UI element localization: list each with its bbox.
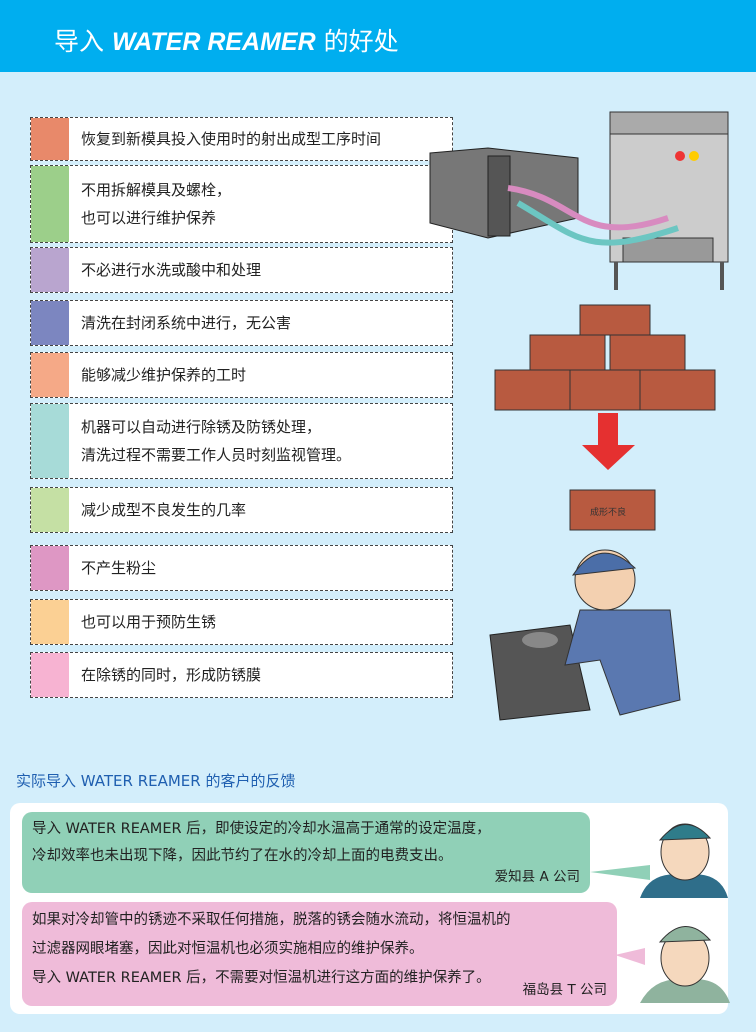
worker-illustration bbox=[489, 549, 681, 721]
customer-avatar-a bbox=[590, 823, 728, 898]
page-title: 导入 WATER REAMER 的好处 bbox=[54, 27, 399, 56]
box-label: 成形不良 bbox=[590, 506, 626, 518]
benefit-text: 不必进行水洗或酸中和处理 bbox=[81, 261, 262, 279]
benefit-color-swatch bbox=[31, 166, 69, 242]
benefit-item: 也可以用于预防生锈 bbox=[30, 599, 453, 645]
benefit-text: 机器可以自动进行除锈及防锈处理， 清洗过程不需要工作人员时刻监视管理。 bbox=[81, 418, 352, 464]
benefit-color-swatch bbox=[31, 301, 69, 345]
benefit-text: 恢复到新模具投入使用时的射出成型工序时间 bbox=[81, 130, 382, 148]
benefit-item: 减少成型不良发生的几率 bbox=[30, 487, 453, 533]
benefit-text: 减少成型不良发生的几率 bbox=[81, 501, 247, 519]
benefit-item: 不用拆解模具及螺栓， 也可以进行维护保养 bbox=[30, 165, 453, 243]
benefit-text: 也可以用于预防生锈 bbox=[81, 613, 217, 631]
feedback-company: 福岛县 T 公司 bbox=[522, 982, 607, 998]
benefit-color-swatch bbox=[31, 488, 69, 532]
feedback-bubble-fukushima: 如果对冷却管中的锈迹不采取任何措施，脱落的锈会随水流动，将恒温机的 过滤器网眼堵… bbox=[22, 902, 617, 1006]
feedback-bubble-aichi: 导入 WATER REAMER 后，即使设定的冷却水温高于通常的设定温度， 冷却… bbox=[22, 812, 590, 893]
customer-avatar-t bbox=[615, 926, 730, 1003]
benefit-color-swatch bbox=[31, 546, 69, 590]
benefit-text: 不产生粉尘 bbox=[81, 559, 157, 577]
benefit-text: 能够减少维护保养的工时 bbox=[81, 366, 247, 384]
feedback-text: 如果对冷却管中的锈迹不采取任何措施，脱落的锈会随水流动，将恒温机的 过滤器网眼堵… bbox=[32, 912, 511, 986]
benefit-text: 清洗在封闭系统中进行，无公害 bbox=[81, 314, 292, 332]
benefit-item: 不必进行水洗或酸中和处理 bbox=[30, 247, 453, 293]
feedback-text: 导入 WATER REAMER 后，即使设定的冷却水温高于通常的设定温度， 冷却… bbox=[32, 821, 491, 864]
benefit-color-swatch bbox=[31, 404, 69, 478]
benefit-item: 在除锈的同时，形成防锈膜 bbox=[30, 652, 453, 698]
benefit-item: 清洗在封闭系统中进行，无公害 bbox=[30, 300, 453, 346]
benefit-item: 机器可以自动进行除锈及防锈处理， 清洗过程不需要工作人员时刻监视管理。 bbox=[30, 403, 453, 479]
benefit-text: 在除锈的同时，形成防锈膜 bbox=[81, 666, 262, 684]
benefit-color-swatch bbox=[31, 653, 69, 697]
feedback-title: 实际导入 WATER REAMER 的客户的反馈 bbox=[16, 772, 296, 790]
benefit-item: 恢复到新模具投入使用时的射出成型工序时间 bbox=[30, 117, 453, 161]
benefit-color-swatch bbox=[31, 353, 69, 397]
feedback-company: 爱知县 A 公司 bbox=[494, 869, 580, 885]
benefit-color-swatch bbox=[31, 248, 69, 292]
benefit-text: 不用拆解模具及螺栓， 也可以进行维护保养 bbox=[81, 181, 232, 227]
machine-illustration bbox=[429, 111, 729, 290]
benefit-color-swatch bbox=[31, 118, 69, 160]
benefit-item: 能够减少维护保养的工时 bbox=[30, 352, 453, 398]
defective-boxes-illustration: 成形不良 bbox=[494, 304, 716, 531]
page-header: 导入 WATER REAMER 的好处 bbox=[0, 0, 756, 72]
benefit-item: 不产生粉尘 bbox=[30, 545, 453, 591]
benefit-color-swatch bbox=[31, 600, 69, 644]
